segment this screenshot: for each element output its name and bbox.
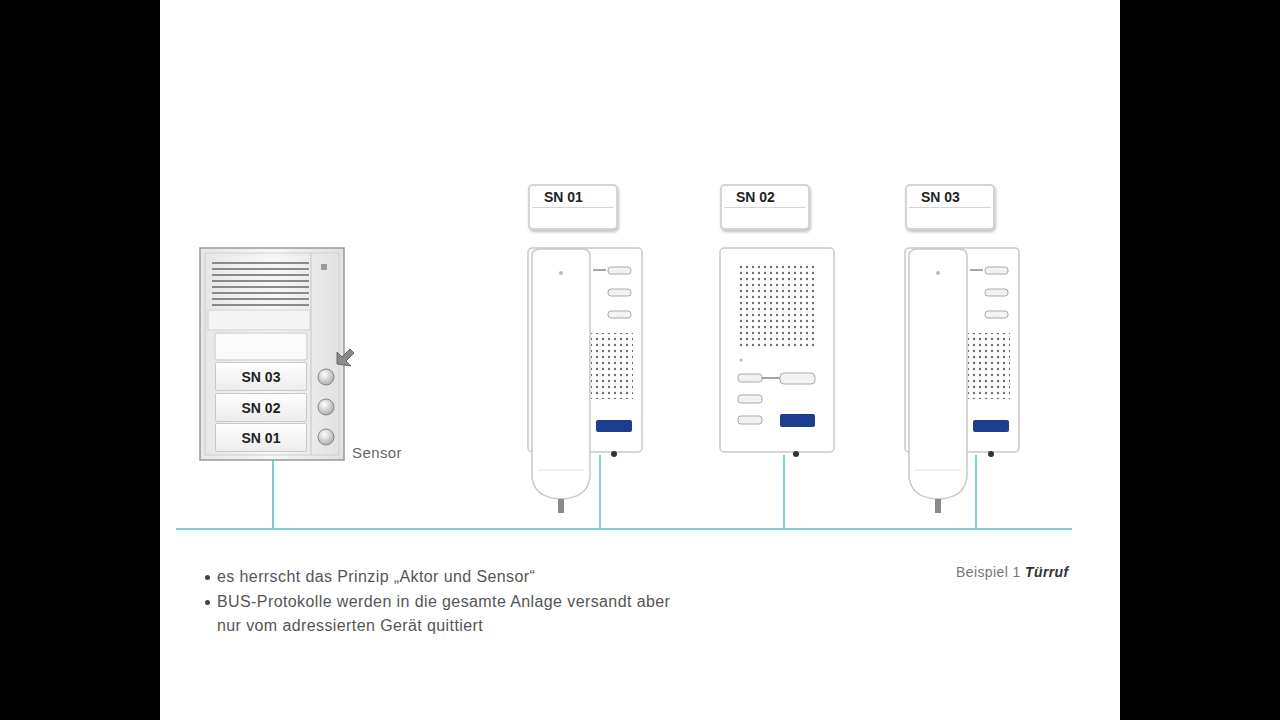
address-tag: SN 03 — [905, 184, 995, 230]
tag-divider — [909, 207, 991, 208]
example-label: Beispiel 1 — [956, 562, 1021, 583]
bullet-dot — [205, 600, 210, 605]
part-label: Sensor — [352, 442, 402, 465]
node-text: SN 01 — [544, 189, 583, 205]
node-text: SN 01 — [242, 430, 281, 446]
node-text: SN 03 — [921, 189, 960, 205]
handsfree-station — [720, 248, 834, 457]
example-title: Türruf — [1025, 562, 1069, 583]
node-text: SN 03 — [242, 369, 281, 385]
note-text: BUS-Protokolle werden in die gesamte Anl… — [217, 590, 687, 638]
node-text: SN 02 — [242, 400, 281, 416]
note-text: es herrscht das Prinzip „Aktor und Senso… — [217, 565, 535, 589]
handset-station — [905, 248, 1019, 513]
handset-station — [528, 248, 642, 513]
node-text: SN 02 — [736, 189, 775, 205]
name-label: SN 02 — [215, 393, 307, 422]
tag-divider — [532, 207, 614, 208]
name-label: SN 01 — [215, 423, 307, 452]
pointer-arrow — [337, 349, 354, 366]
address-tag: SN 02 — [720, 184, 810, 230]
tag-divider — [724, 207, 806, 208]
bullet-dot — [205, 575, 210, 580]
name-label: SN 03 — [215, 362, 307, 391]
door-station — [200, 248, 344, 460]
address-tag: SN 01 — [528, 184, 618, 230]
